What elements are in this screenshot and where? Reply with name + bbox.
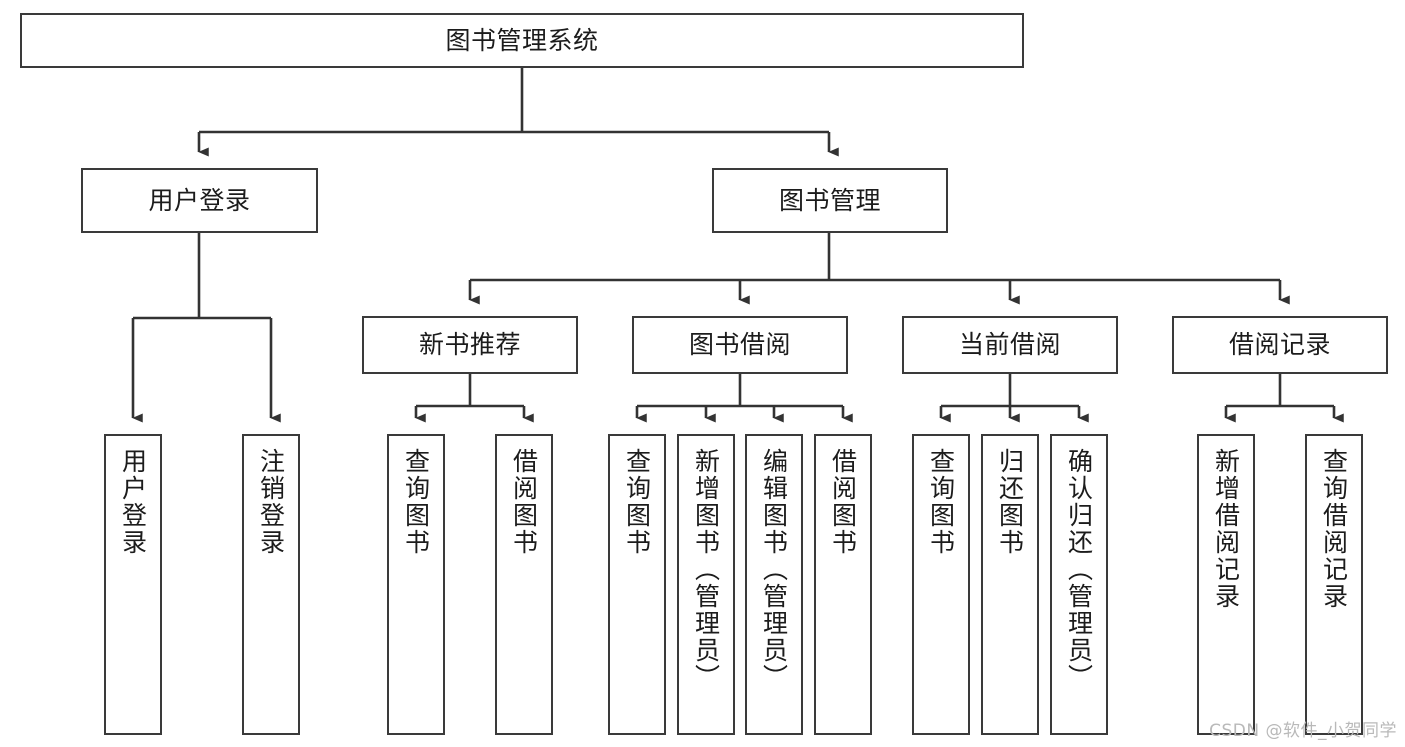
leaf-record-add-borrow-record[interactable]: 新增借阅记录 [1197, 434, 1255, 735]
leaf-current-confirm-return-admin[interactable]: 确认归还（管理员） [1050, 434, 1108, 735]
leaf-current-query-book[interactable]: 查询图书 [912, 434, 970, 735]
node-label: 图书借阅 [688, 330, 791, 359]
node-label: 查询图书 [926, 448, 956, 556]
leaf-recommend-borrow-book[interactable]: 借阅图书 [495, 434, 553, 735]
node-label: 新书推荐 [418, 330, 521, 359]
leaf-user-logout[interactable]: 注销登录 [242, 434, 300, 735]
node-current-borrow[interactable]: 当前借阅 [902, 316, 1118, 374]
node-new-book-recommend[interactable]: 新书推荐 [362, 316, 578, 374]
node-label: 确认归还（管理员） [1064, 448, 1094, 691]
leaf-record-query-borrow-record[interactable]: 查询借阅记录 [1305, 434, 1363, 735]
watermark-text: CSDN @软件_小贺同学 [1209, 721, 1397, 741]
leaf-current-return-book[interactable]: 归还图书 [981, 434, 1039, 735]
node-label: 新增图书（管理员） [691, 448, 721, 691]
node-book-management[interactable]: 图书管理 [712, 168, 948, 233]
node-borrow-record[interactable]: 借阅记录 [1172, 316, 1388, 374]
node-label: 新增借阅记录 [1211, 448, 1241, 610]
node-user-login[interactable]: 用户登录 [81, 168, 318, 233]
node-label: 查询借阅记录 [1319, 448, 1349, 610]
leaf-recommend-query-book[interactable]: 查询图书 [387, 434, 445, 735]
node-label: 用户登录 [118, 448, 148, 556]
node-label: 注销登录 [256, 448, 286, 556]
node-label: 用户登录 [148, 185, 251, 215]
leaf-borrow-add-book-admin[interactable]: 新增图书（管理员） [677, 434, 735, 735]
node-label: 借阅记录 [1228, 330, 1331, 359]
leaf-borrow-borrow-book[interactable]: 借阅图书 [814, 434, 872, 735]
node-label: 图书管理系统 [445, 25, 599, 55]
node-label: 借阅图书 [509, 448, 539, 556]
leaf-user-login[interactable]: 用户登录 [104, 434, 162, 735]
node-label: 查询图书 [622, 448, 652, 556]
node-root-system[interactable]: 图书管理系统 [20, 13, 1024, 68]
node-label: 查询图书 [401, 448, 431, 556]
node-label: 编辑图书（管理员） [759, 448, 789, 691]
leaf-borrow-edit-book-admin[interactable]: 编辑图书（管理员） [745, 434, 803, 735]
leaf-borrow-query-book[interactable]: 查询图书 [608, 434, 666, 735]
node-label: 图书管理 [778, 185, 881, 215]
node-book-borrow[interactable]: 图书借阅 [632, 316, 848, 374]
node-label: 当前借阅 [958, 330, 1061, 359]
node-label: 归还图书 [995, 448, 1025, 556]
node-label: 借阅图书 [828, 448, 858, 556]
